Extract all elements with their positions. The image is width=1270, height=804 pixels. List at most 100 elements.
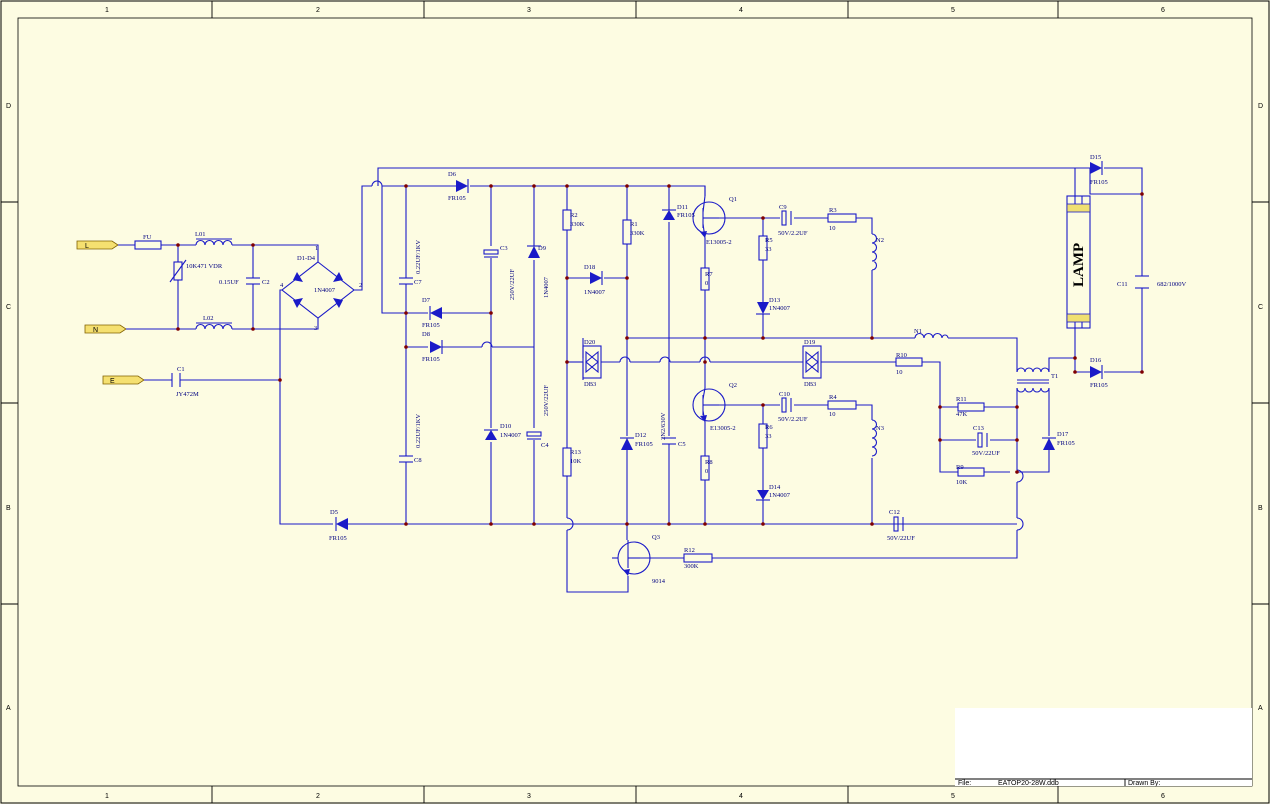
label-C3-value: 250V/22UF xyxy=(509,269,516,300)
row-label-B: B xyxy=(6,505,11,512)
label-T1: T1 xyxy=(1051,373,1058,380)
label-C8-value: 0.22UF/1KV xyxy=(415,414,422,448)
label-D12: D12 xyxy=(635,432,646,439)
col-label-5-bottom: 5 xyxy=(951,793,955,800)
lamp: LAMP xyxy=(1066,195,1091,329)
label-R3: R3 xyxy=(829,207,837,214)
label-R6: R6 xyxy=(765,424,773,431)
inductor-L02 xyxy=(195,323,233,330)
col-label-1-bottom: 1 xyxy=(105,793,109,800)
label-C7-value: 0.22UF/1KV xyxy=(415,240,422,274)
label-R12-value: 300K xyxy=(684,563,699,570)
label-C11-value: 682/1000V xyxy=(1157,281,1187,288)
col-label-2: 2 xyxy=(316,7,320,14)
label-N3: N3 xyxy=(876,425,884,432)
junctions xyxy=(176,184,1144,526)
label-pin3: 3 xyxy=(314,325,317,332)
label-D6: D6 xyxy=(448,171,457,178)
row-label-B-right: B xyxy=(1258,505,1263,512)
diode-D9 xyxy=(527,245,541,258)
resistor-R8 xyxy=(700,455,710,481)
label-D20: D20 xyxy=(584,339,595,346)
label-Q2: Q2 xyxy=(729,382,737,389)
col-label-6: 6 xyxy=(1161,7,1165,14)
label-L02: L02 xyxy=(203,315,213,322)
capacitor-C9 xyxy=(781,210,792,226)
label-R4: R4 xyxy=(829,394,837,401)
resistor-R5 xyxy=(758,235,768,261)
title-block: File: EATOP20-28W.ddb Drawn By: xyxy=(955,708,1252,787)
label-R8: R8 xyxy=(705,459,713,466)
label-D9: D9 xyxy=(538,245,546,252)
row-label-A-right: A xyxy=(1258,705,1263,712)
label-D19-type: DB3 xyxy=(804,381,816,388)
port-L-label: L xyxy=(85,243,89,250)
label-C3: C3 xyxy=(500,245,508,252)
label-D15: D15 xyxy=(1090,154,1101,161)
label-D8: D8 xyxy=(422,331,430,338)
label-R7-value: 0 xyxy=(705,280,708,287)
diode-D7 xyxy=(429,306,442,320)
capacitor-C4 xyxy=(526,431,542,440)
row-label-D: D xyxy=(6,103,11,110)
row-label-A: A xyxy=(6,705,11,712)
transistor-Q1 xyxy=(692,195,726,239)
label-FU: FU xyxy=(143,234,152,241)
transistor-Q3 xyxy=(617,541,651,576)
col-label-6-bottom: 6 xyxy=(1161,793,1165,800)
label-Q2-value: E13005-2 xyxy=(710,425,736,432)
label-R8-value: 0 xyxy=(705,468,708,475)
port-N-label: N xyxy=(93,327,98,334)
diode-D10 xyxy=(484,429,498,440)
capacitor-C7 xyxy=(399,277,413,285)
wires xyxy=(118,167,1143,593)
label-L01: L01 xyxy=(195,231,205,238)
port-L: L xyxy=(76,240,119,250)
label-C8: C8 xyxy=(414,457,422,464)
label-C10: C10 xyxy=(779,391,790,398)
label-D9-value: 1N4007 xyxy=(543,276,550,298)
label-Q1: Q1 xyxy=(729,196,737,203)
resistor-R4 xyxy=(827,400,857,410)
row-label-C-right: C xyxy=(1258,304,1263,311)
label-Q1-value: E13005-2 xyxy=(706,239,732,246)
capacitor-C12 xyxy=(893,516,904,532)
label-D16-value: FR105 xyxy=(1090,382,1108,389)
lamp-label: LAMP xyxy=(1071,243,1087,287)
resistor-R11 xyxy=(957,402,985,412)
label-D17: D17 xyxy=(1057,431,1069,438)
col-label-4-bottom: 4 xyxy=(739,793,743,800)
capacitor-C13 xyxy=(977,432,988,448)
label-D19: D19 xyxy=(804,339,815,346)
label-D16: D16 xyxy=(1090,357,1102,364)
label-C9-value: 50V/2.2UF xyxy=(778,230,808,237)
label-D5: D5 xyxy=(330,509,338,516)
label-C12: C12 xyxy=(889,509,900,516)
label-R1-value: 330K xyxy=(630,230,645,237)
label-R3-value: 10 xyxy=(829,225,836,232)
label-R6-value: 33 xyxy=(765,433,772,440)
label-R7: R7 xyxy=(705,271,713,278)
label-R9: R9 xyxy=(956,464,964,471)
label-VDR: 10K471 VDR xyxy=(186,263,223,270)
label-C4-value: 250V/22UF xyxy=(543,385,550,416)
label-C1: C1 xyxy=(177,366,185,373)
capacitor-C5 xyxy=(662,437,676,445)
label-D11-value: FR105 xyxy=(677,212,695,219)
label-pin2: 2 xyxy=(359,282,362,289)
label-D1-D4: D1-D4 xyxy=(297,255,316,262)
label-D14-value: 1N4007 xyxy=(769,492,791,499)
label-R2: R2 xyxy=(570,212,578,219)
inductor-N1 xyxy=(914,332,949,339)
winding-N2 xyxy=(871,233,878,271)
label-C2-value: 0.15UF xyxy=(219,279,239,286)
resistor-R12 xyxy=(683,553,713,563)
components: LAMP xyxy=(169,161,1149,576)
resistor-R9 xyxy=(957,467,985,477)
component-labels: FU L01 L02 10K471 VDR 0.15UF C2 D1-D4 1N… xyxy=(143,154,1187,585)
resistor-R13 xyxy=(562,447,572,477)
resistor-R10 xyxy=(895,357,923,367)
diode-D6 xyxy=(456,179,469,193)
port-N: N xyxy=(84,324,127,334)
